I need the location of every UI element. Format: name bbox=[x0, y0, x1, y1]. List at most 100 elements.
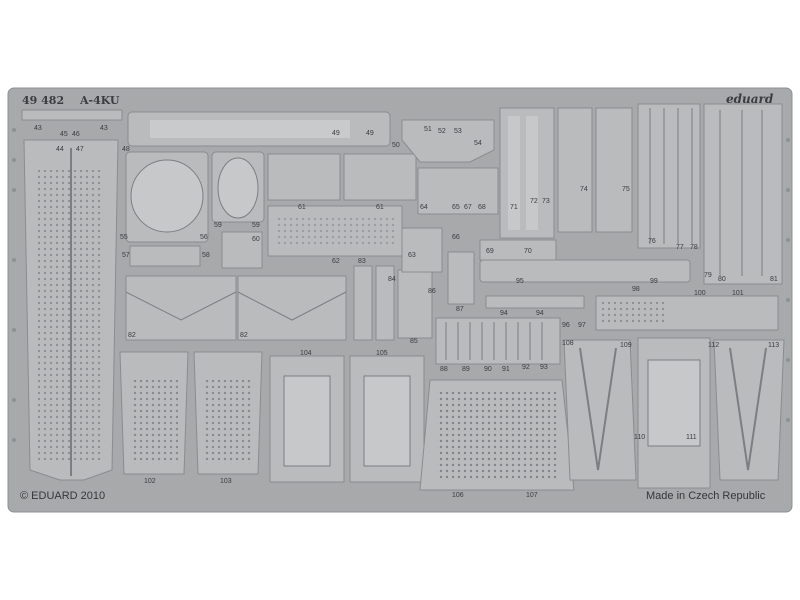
label-75: 75 bbox=[622, 186, 630, 193]
part-79-81 bbox=[703, 103, 783, 285]
label-47: 47 bbox=[76, 146, 84, 153]
part-75 bbox=[595, 107, 633, 233]
label-94b: 94 bbox=[536, 310, 544, 317]
part-57-58 bbox=[129, 245, 201, 267]
label-72: 72 bbox=[530, 198, 538, 205]
label-85: 85 bbox=[410, 338, 418, 345]
label-50: 50 bbox=[392, 142, 400, 149]
origin-text: Made in Czech Republic bbox=[646, 490, 766, 502]
label-69: 69 bbox=[486, 248, 494, 255]
label-107: 107 bbox=[526, 492, 538, 499]
label-66: 66 bbox=[452, 234, 460, 241]
part-61-left bbox=[267, 153, 341, 201]
part-95-97 bbox=[479, 259, 691, 283]
label-108: 108 bbox=[562, 340, 574, 347]
label-111: 111 bbox=[686, 434, 697, 441]
label-49a: 49 bbox=[332, 130, 340, 137]
label-96: 96 bbox=[562, 322, 570, 329]
label-56: 56 bbox=[200, 234, 208, 241]
label-99: 99 bbox=[650, 278, 658, 285]
label-112: 112 bbox=[708, 342, 720, 349]
label-88: 88 bbox=[440, 366, 448, 373]
label-53: 53 bbox=[454, 128, 462, 135]
brand-logo: eduard bbox=[726, 92, 774, 106]
label-43b: 43 bbox=[100, 125, 108, 132]
label-59a: 59 bbox=[214, 222, 222, 229]
label-61a: 61 bbox=[298, 204, 306, 211]
label-44: 44 bbox=[56, 146, 64, 153]
label-95: 95 bbox=[516, 278, 524, 285]
label-82b: 82 bbox=[240, 332, 248, 339]
fret-code: 49 482 bbox=[22, 94, 65, 107]
label-101: 101 bbox=[732, 290, 744, 297]
label-60: 60 bbox=[252, 236, 260, 243]
part-87 bbox=[447, 251, 475, 305]
label-65: 65 bbox=[452, 204, 460, 211]
part-63 bbox=[401, 227, 443, 273]
label-64: 64 bbox=[420, 204, 428, 211]
label-90: 90 bbox=[484, 366, 492, 373]
label-73: 73 bbox=[542, 198, 550, 205]
part-43 bbox=[21, 109, 123, 121]
label-92: 92 bbox=[522, 364, 530, 371]
label-57: 57 bbox=[122, 252, 130, 259]
part-74 bbox=[557, 107, 593, 233]
label-71: 71 bbox=[510, 204, 518, 211]
label-58: 58 bbox=[202, 252, 210, 259]
copyright-text: © EDUARD 2010 bbox=[20, 490, 106, 502]
label-93: 93 bbox=[540, 364, 548, 371]
label-77: 77 bbox=[676, 244, 684, 251]
label-80: 80 bbox=[718, 276, 726, 283]
part-84 bbox=[375, 265, 395, 341]
label-68: 68 bbox=[478, 204, 486, 211]
label-87: 87 bbox=[456, 306, 464, 313]
label-110: 110 bbox=[634, 434, 646, 441]
label-52: 52 bbox=[438, 128, 446, 135]
part-82-right bbox=[237, 275, 347, 341]
label-84: 84 bbox=[388, 276, 396, 283]
label-78: 78 bbox=[690, 244, 698, 251]
part-60 bbox=[221, 231, 263, 269]
label-82a: 82 bbox=[128, 332, 136, 339]
label-103: 103 bbox=[220, 478, 232, 485]
label-62: 62 bbox=[332, 258, 340, 265]
label-76: 76 bbox=[648, 238, 656, 245]
part-76-78 bbox=[637, 103, 701, 249]
part-61-right bbox=[343, 153, 417, 201]
label-104: 104 bbox=[300, 350, 312, 357]
label-98: 98 bbox=[632, 286, 640, 293]
part-82-left bbox=[125, 275, 237, 341]
label-74: 74 bbox=[580, 186, 588, 193]
fret-model: A-4KU bbox=[80, 94, 120, 107]
label-83: 83 bbox=[358, 258, 366, 265]
label-48: 48 bbox=[122, 146, 130, 153]
label-113: 113 bbox=[768, 342, 780, 349]
part-85-86 bbox=[397, 269, 433, 339]
label-46: 46 bbox=[72, 131, 80, 138]
part-108-109 bbox=[563, 339, 637, 481]
label-55: 55 bbox=[120, 234, 128, 241]
label-43: 43 bbox=[34, 125, 42, 132]
label-59b: 59 bbox=[252, 222, 260, 229]
label-63: 63 bbox=[408, 252, 416, 259]
label-97: 97 bbox=[578, 322, 586, 329]
label-51: 51 bbox=[424, 126, 432, 133]
part-94 bbox=[485, 295, 585, 309]
label-81: 81 bbox=[770, 276, 778, 283]
label-45: 45 bbox=[60, 131, 68, 138]
label-79: 79 bbox=[704, 272, 712, 279]
part-64-68 bbox=[417, 167, 499, 215]
label-49b: 49 bbox=[366, 130, 374, 137]
label-102: 102 bbox=[144, 478, 156, 485]
label-94a: 94 bbox=[500, 310, 508, 317]
label-54: 54 bbox=[474, 140, 482, 147]
part-88-93 bbox=[435, 317, 561, 365]
part-50-54 bbox=[401, 119, 495, 163]
label-70: 70 bbox=[524, 248, 532, 255]
label-89: 89 bbox=[462, 366, 470, 373]
label-105: 105 bbox=[376, 350, 388, 357]
part-112-113 bbox=[713, 339, 785, 481]
part-83 bbox=[353, 265, 373, 341]
label-67: 67 bbox=[464, 204, 472, 211]
